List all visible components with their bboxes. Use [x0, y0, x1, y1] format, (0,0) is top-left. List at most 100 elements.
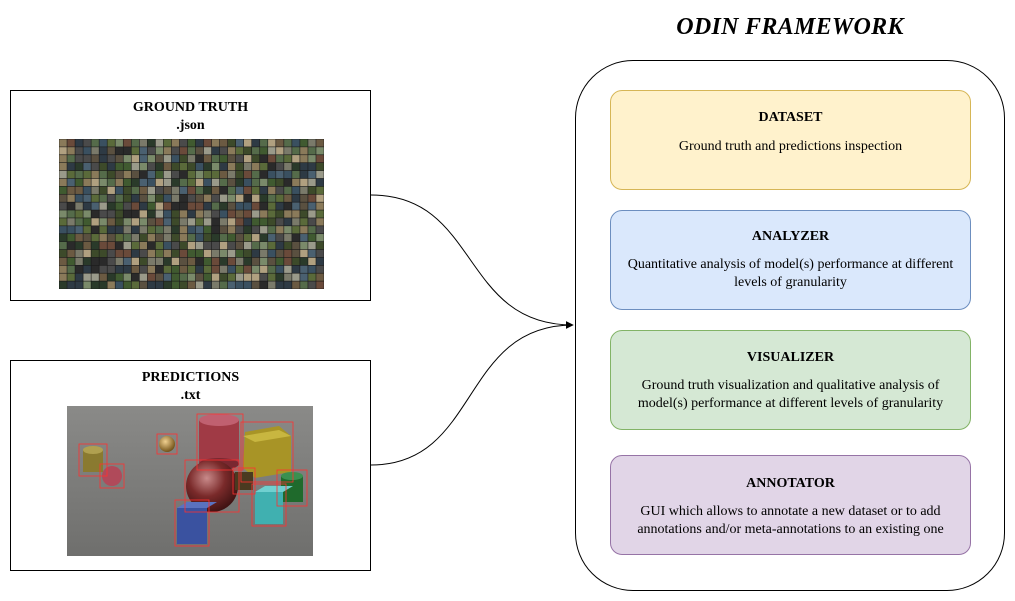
image-grid-tile	[195, 281, 204, 289]
image-grid-tile	[268, 273, 276, 281]
image-grid-tile	[300, 218, 308, 226]
image-grid-tile	[219, 241, 228, 250]
framework-container	[575, 60, 1005, 591]
image-grid-tile	[219, 178, 228, 187]
image-grid-tile	[211, 241, 220, 250]
image-grid-tile	[211, 218, 220, 226]
image-grid-tile	[260, 241, 268, 250]
image-grid-tile	[300, 186, 308, 194]
prediction-bounding-boxes	[78, 413, 308, 547]
image-grid-tile	[171, 202, 180, 210]
image-grid-tile	[99, 186, 107, 194]
image-grid-tile	[91, 194, 99, 202]
image-grid-tile	[171, 194, 180, 202]
image-grid-tile	[227, 194, 236, 202]
image-grid-tile	[276, 281, 284, 289]
image-grid-tile	[260, 281, 268, 289]
ground-truth-connector	[370, 194, 574, 326]
image-grid-tile	[252, 178, 260, 187]
image-grid-tile	[235, 257, 244, 266]
image-grid-tile	[115, 257, 123, 266]
image-grid-tile	[276, 234, 284, 242]
image-grid-tile	[292, 210, 300, 218]
image-grid-tile	[244, 210, 252, 218]
image-grid-tile	[284, 234, 292, 242]
image-grid-tile	[268, 170, 276, 179]
image-grid-tile	[139, 147, 148, 155]
image-grid-tile	[115, 178, 123, 187]
image-grid-tile	[284, 170, 292, 179]
image-grid-tile	[67, 170, 75, 179]
image-grid-tile	[268, 162, 276, 171]
analyzer-title: ANALYZER	[751, 229, 830, 244]
image-grid-tile	[131, 202, 139, 210]
visualizer-title: VISUALIZER	[746, 350, 835, 365]
image-grid-tile	[67, 139, 75, 147]
visualizer-module: VISUALIZER Ground truth visualization an…	[610, 330, 971, 430]
image-grid-tile	[99, 257, 107, 266]
image-grid-tile	[83, 241, 91, 250]
image-grid-tile	[292, 281, 300, 289]
image-grid-tile	[123, 249, 131, 258]
image-grid-tile	[195, 273, 204, 281]
image-grid-tile	[227, 241, 236, 250]
image-grid-tile	[139, 265, 148, 273]
image-grid-tile	[75, 170, 83, 179]
image-grid-tile	[75, 281, 83, 289]
image-grid-tile	[195, 139, 204, 147]
image-grid-tile	[316, 281, 324, 289]
image-grid-tile	[276, 273, 284, 281]
image-grid-tile	[115, 234, 123, 242]
framework-title: ODIN FRAMEWORK	[676, 14, 904, 40]
image-grid-tile	[155, 162, 164, 171]
image-grid-tile	[268, 194, 276, 202]
image-grid-tile	[195, 226, 204, 234]
image-grid-tile	[308, 218, 316, 226]
image-grid-tile	[179, 234, 188, 242]
image-grid-tile	[203, 265, 212, 273]
image-grid-tile	[219, 257, 228, 266]
image-grid-tile	[67, 162, 75, 171]
image-grid-tile	[252, 273, 260, 281]
image-grid-tile	[99, 170, 107, 179]
image-grid-tile	[252, 139, 260, 147]
image-grid-tile	[163, 194, 172, 202]
image-grid-tile	[75, 265, 83, 273]
large-red-sphere	[186, 460, 238, 512]
image-grid-tile	[187, 147, 196, 155]
image-grid-tile	[147, 257, 156, 266]
image-grid-tile	[115, 147, 123, 155]
image-grid-tile	[195, 202, 204, 210]
image-grid-tile	[99, 218, 107, 226]
image-grid-tile	[171, 147, 180, 155]
image-grid-tile	[195, 265, 204, 273]
image-grid-tile	[67, 147, 75, 155]
image-grid-tile	[99, 178, 107, 187]
image-grid-tile	[316, 178, 324, 187]
image-grid-tile	[252, 194, 260, 202]
image-grid-tile	[252, 226, 260, 234]
image-grid-tile	[203, 210, 212, 218]
image-grid-tile	[115, 202, 123, 210]
image-grid-tile	[139, 234, 148, 242]
image-grid-tile	[155, 139, 164, 147]
image-grid-tile	[300, 194, 308, 202]
image-grid-tile	[99, 162, 107, 171]
image-grid-tile	[179, 178, 188, 187]
image-grid-tile	[131, 234, 139, 242]
image-grid-tile	[187, 155, 196, 163]
image-grid-tile	[139, 162, 148, 171]
image-grid-tile	[67, 155, 75, 163]
image-grid-tile	[211, 170, 220, 179]
image-grid-tile	[316, 170, 324, 179]
image-grid-tile	[211, 194, 220, 202]
ground-truth-format: .json	[176, 118, 205, 133]
image-grid-tile	[276, 170, 284, 179]
image-grid-tile	[260, 147, 268, 155]
image-grid-tile	[316, 194, 324, 202]
image-grid-tile	[163, 273, 172, 281]
image-grid-tile	[83, 162, 91, 171]
image-grid-tile	[75, 257, 83, 266]
predictions-scene-thumbnail	[67, 406, 313, 556]
image-grid-tile	[99, 202, 107, 210]
